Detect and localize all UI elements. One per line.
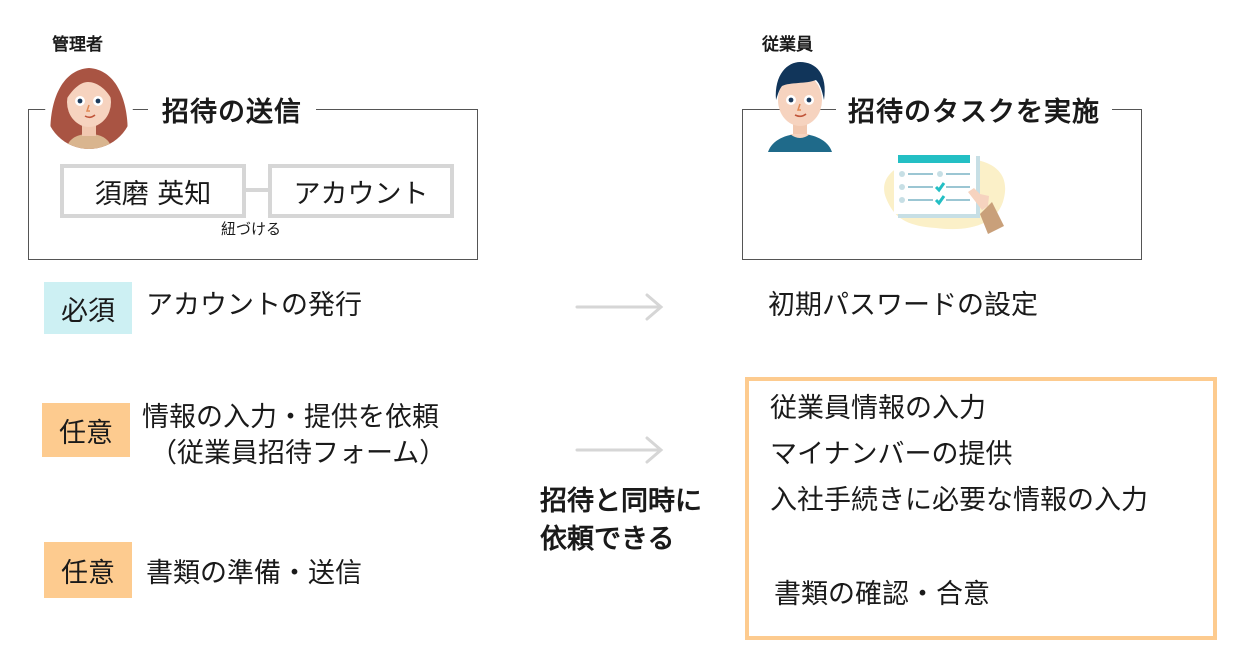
admin-frame [28,109,478,260]
employee-section-title: 招待のタスクを実施 [836,90,1112,129]
optional-badge: 任意 [42,403,130,457]
optional-badge-label: 任意 [61,557,115,589]
admin-action-documents: 書類の準備・送信 [146,558,362,589]
right-arrow-icon [575,435,665,465]
employee-role-label: 従業員 [762,35,813,55]
admin-action-info-request-note: （従業員招待フォーム） [150,438,447,469]
account-box: アカウント [268,164,454,218]
employee-task-box [745,377,1217,640]
account-label: アカウント [293,178,429,210]
checklist-tap-icon [876,148,1016,240]
task-my-number: マイナンバーの提供 [770,439,1013,470]
woman-avatar-icon [44,60,134,150]
optional-badge-label: 任意 [59,417,113,449]
task-document-review: 書類の確認・合意 [774,579,990,610]
task-employee-info: 従業員情報の入力 [770,393,986,424]
simultaneous-note-line1: 招待と同時に [540,486,702,517]
man-avatar-icon [766,60,834,152]
person-name: 須磨 英知 [94,178,212,210]
admin-section-title: 招待の送信 [148,90,316,129]
employee-task-initial-password: 初期パスワードの設定 [768,290,1038,321]
right-arrow-icon [575,292,665,322]
task-onboarding-info: 入社手続きに必要な情報の入力 [770,485,1148,516]
required-badge: 必須 [44,282,132,334]
person-name-box: 須磨 英知 [60,164,246,218]
link-connector [245,188,269,192]
employee-frame [742,109,1142,260]
link-caption: 紐づける [221,220,282,238]
admin-action-info-request: 情報の入力・提供を依頼 [142,402,439,433]
simultaneous-note-line2: 依頼できる [540,524,675,555]
admin-action-account-issue: アカウントの発行 [146,290,362,321]
optional-badge: 任意 [44,542,132,598]
admin-role-label: 管理者 [52,35,103,55]
required-badge-label: 必須 [61,295,115,327]
